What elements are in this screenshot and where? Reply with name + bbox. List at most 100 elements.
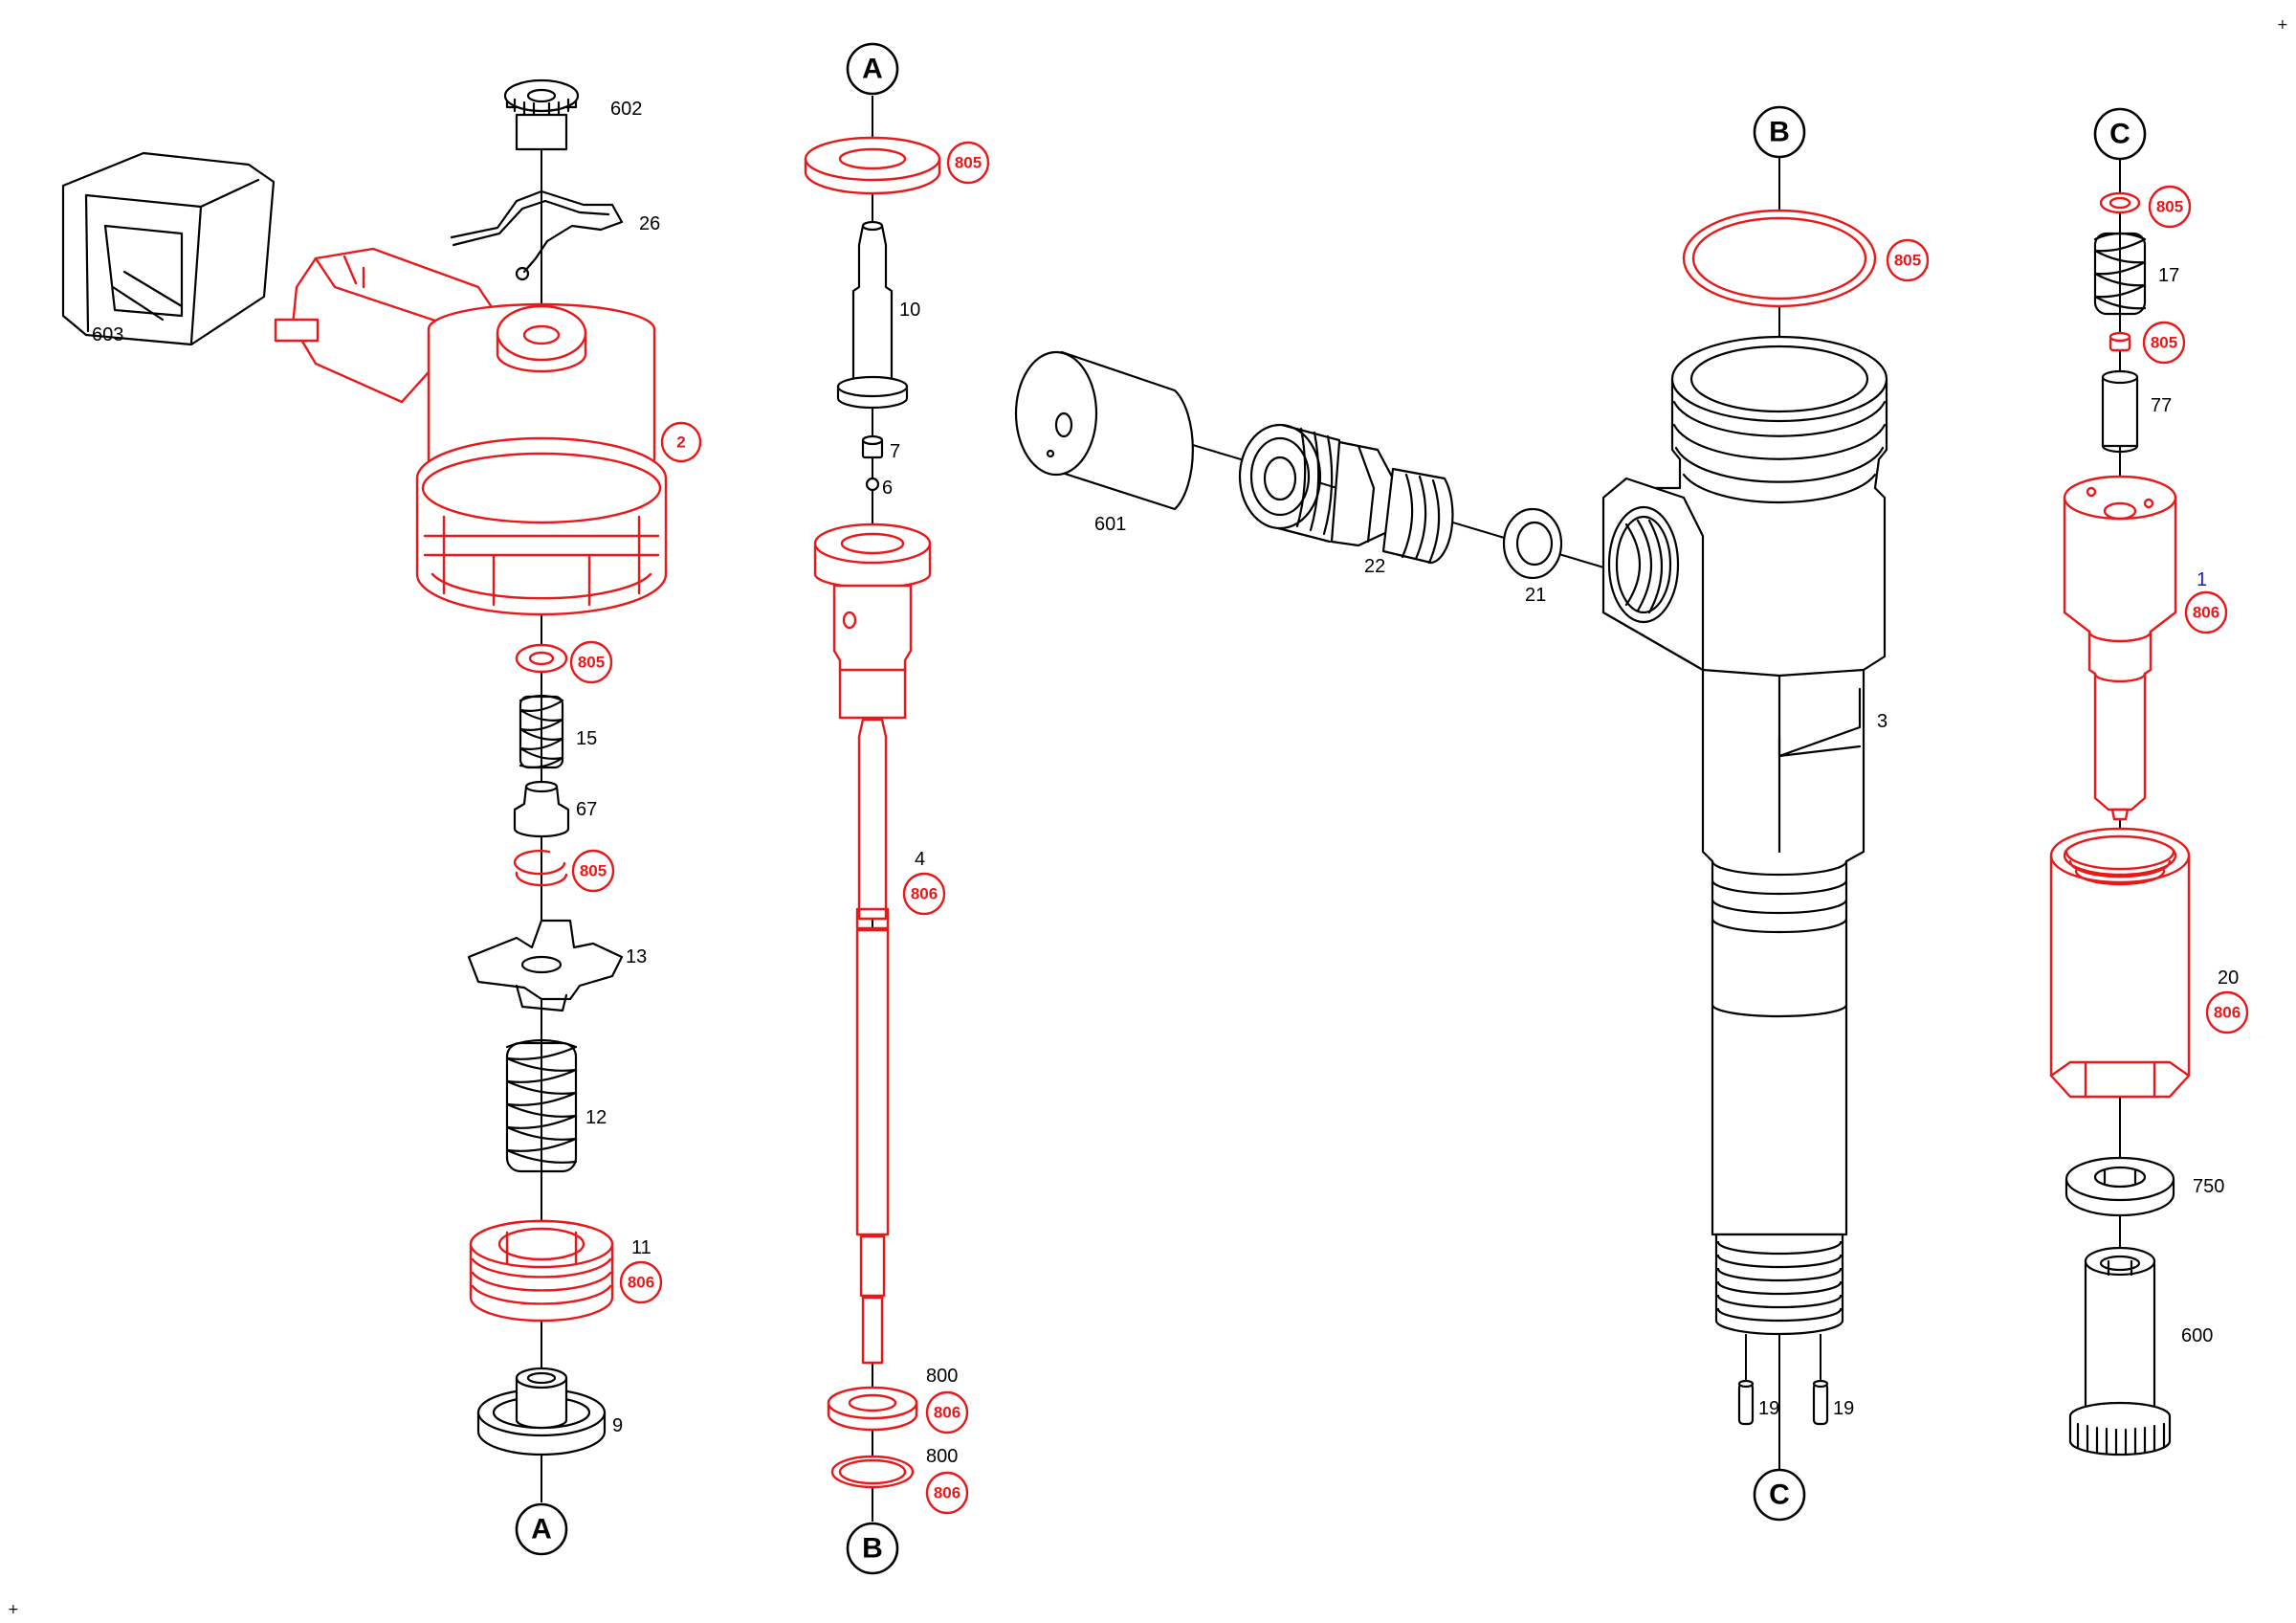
badge-806-col2-lower: 806 [925,1471,969,1515]
label-13: 13 [626,946,647,967]
label-4: 4 [915,849,925,870]
badge-805-col3: 805 [1886,238,1930,282]
svg-text:C: C [1769,1479,1790,1511]
svg-text:805: 805 [578,654,605,672]
part-6-ball [865,477,880,492]
label-67: 67 [576,799,597,820]
label-19-left: 19 [1758,1398,1779,1419]
badge-2: 2 [660,421,702,463]
label-9: 9 [612,1415,623,1436]
connector-b-top: B [1753,105,1806,159]
corner-mark-top-right: + [2277,17,2288,33]
badge-806-col1: 806 [619,1260,663,1304]
part-601-protective-cap [1014,350,1194,511]
part-1-nozzle [2063,475,2177,821]
part-800-seal-upper [827,1386,918,1432]
label-800-upper: 800 [926,1366,958,1387]
label-22: 22 [1364,556,1385,577]
part-600-protective-sleeve [2068,1246,2172,1456]
label-10: 10 [899,300,920,321]
label-600: 600 [2181,1325,2213,1346]
part-9-valve-seat [476,1367,607,1456]
svg-text:B: B [1769,117,1790,148]
part-12-spring [505,1038,578,1173]
part-805-washer-upper [515,643,568,674]
part-7-ball-guide [861,434,884,459]
label-3: 3 [1877,711,1888,732]
badge-805-col4-lower: 805 [2142,321,2186,365]
badge-806-col4-nozzle: 806 [2184,590,2228,634]
badge-806-col4-nut: 806 [2205,990,2249,1034]
svg-text:805: 805 [2151,334,2177,352]
part-805-large-oring [1682,209,1877,308]
svg-text:806: 806 [2214,1004,2241,1022]
part-67-armature-bolt [513,780,570,838]
connector-c-top: C [2093,107,2147,161]
connector-a-top: A [846,42,899,96]
svg-text:806: 806 [911,885,938,903]
label-12: 12 [585,1107,607,1128]
part-805-split-ring [513,849,568,887]
part-20-nozzle-retaining-nut [2049,827,2191,1099]
label-750: 750 [2193,1176,2224,1197]
part-805-shim-col4 [2108,331,2131,352]
svg-text:805: 805 [2156,198,2183,216]
part-22-inlet-connector [1238,423,1454,565]
label-21: 21 [1525,585,1546,606]
part-805-washer-col2 [804,136,941,195]
part-13-armature-disc [467,919,624,1012]
svg-text:806: 806 [934,1404,960,1422]
label-602: 602 [610,99,642,120]
badge-805-col1-lower: 805 [571,849,615,893]
badge-806-col2-part4: 806 [902,872,946,916]
part-17-nozzle-spring [2093,232,2147,316]
part-11-adjusting-nut [469,1219,614,1323]
svg-text:C: C [2109,119,2130,150]
label-7: 7 [890,441,900,462]
svg-text:805: 805 [1894,252,1921,270]
part-15-spring [519,694,564,769]
part-2-solenoid-valve [274,247,668,616]
part-805-washer-col4-upper [2099,191,2141,214]
svg-text:2: 2 [676,434,685,452]
badge-805-col2: 805 [946,141,990,185]
connector-a-bottom: A [515,1502,568,1556]
label-26: 26 [639,213,660,234]
part-21-sealing-ring [1502,507,1563,580]
clip-end-ring [515,266,530,281]
part-750-washer [2064,1156,2175,1217]
part-10-valve-piston [836,220,909,410]
connector-b-bottom: B [846,1522,899,1575]
label-603: 603 [92,324,123,345]
part-19-dowel-pin-right [1812,1379,1829,1426]
label-800-lower: 800 [926,1446,958,1467]
badge-805-col1-upper: 805 [569,640,613,684]
part-77-spacer [2101,369,2139,454]
svg-text:805: 805 [955,154,982,172]
label-601: 601 [1094,514,1126,535]
label-11: 11 [631,1237,651,1258]
svg-text:806: 806 [934,1484,960,1502]
badge-805-col4-upper: 805 [2148,185,2192,229]
svg-text:A: A [862,54,883,85]
label-19-right: 19 [1833,1398,1854,1419]
part-4-control-valve-piston [813,522,932,1365]
label-77: 77 [2151,395,2172,416]
label-1: 1 [2197,569,2207,590]
svg-text:A: A [531,1514,552,1545]
corner-mark-bottom-left: + [8,1602,19,1617]
label-6: 6 [882,478,893,499]
connector-c-bottom: C [1753,1468,1806,1522]
part-3-injector-body [1601,335,1888,1336]
label-20: 20 [2218,967,2239,989]
label-15: 15 [576,728,597,749]
svg-text:806: 806 [628,1274,654,1292]
svg-text:B: B [862,1533,883,1565]
part-800-seal-lower [830,1455,915,1489]
label-17: 17 [2158,265,2179,286]
svg-text:805: 805 [580,862,607,880]
svg-text:806: 806 [2193,604,2219,622]
part-26-retaining-clip [450,189,624,274]
badge-806-col2-upper: 806 [925,1390,969,1434]
